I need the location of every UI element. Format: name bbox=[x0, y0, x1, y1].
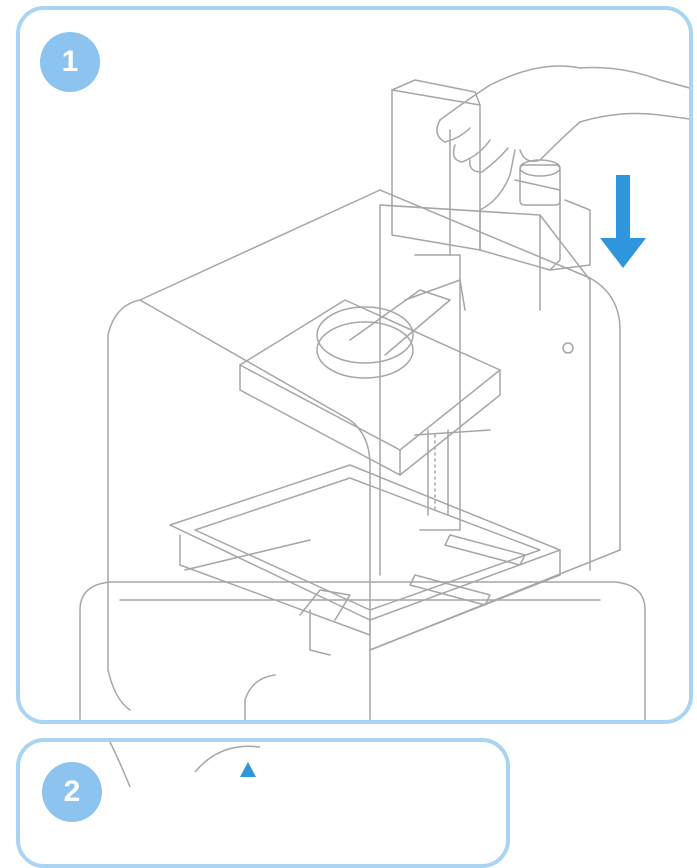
down-arrow-icon bbox=[600, 175, 646, 268]
hand bbox=[439, 65, 689, 121]
back-tower bbox=[379, 204, 591, 571]
step-1-panel: 1 bbox=[16, 6, 693, 724]
curved-arrow-icon bbox=[240, 762, 256, 777]
step-2-panel: 2 bbox=[16, 738, 510, 868]
printer-base-outline bbox=[79, 581, 646, 720]
printer-cover bbox=[107, 189, 381, 671]
step-number-badge: 2 bbox=[42, 762, 102, 822]
printer-illustration bbox=[79, 65, 689, 720]
step-number-badge: 1 bbox=[40, 32, 100, 92]
step-2-illustration bbox=[109, 742, 261, 788]
